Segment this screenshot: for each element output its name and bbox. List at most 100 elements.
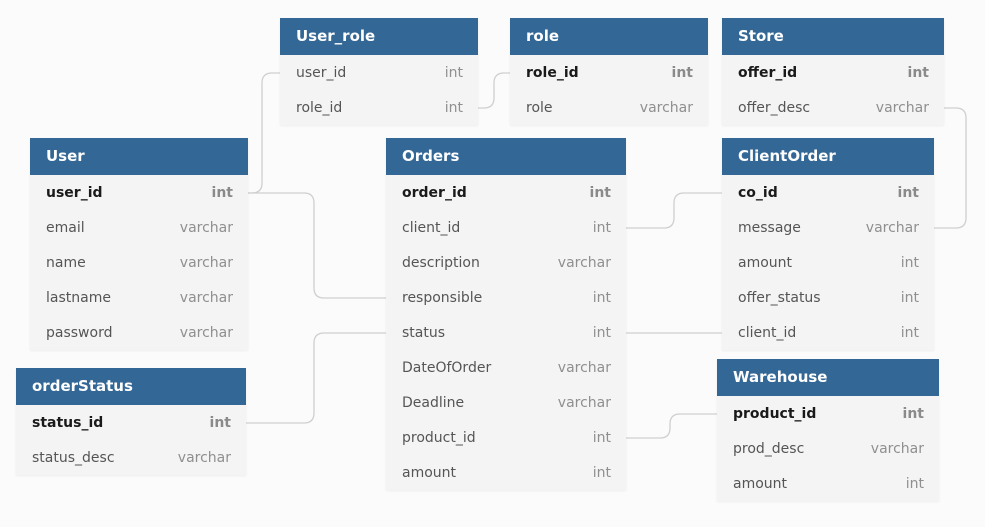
column-type: int xyxy=(905,475,924,492)
column-type: int xyxy=(589,184,611,201)
relationship-line[interactable] xyxy=(626,413,717,439)
column-name: amount xyxy=(733,475,788,492)
column-name: product_id xyxy=(402,429,476,446)
column-name: name xyxy=(46,254,86,271)
column-type: int xyxy=(900,254,919,271)
table-title[interactable]: Warehouse xyxy=(717,359,939,396)
relationship-line[interactable] xyxy=(246,332,386,424)
column-name: order_id xyxy=(402,184,467,201)
column-type: int xyxy=(907,64,929,81)
column-type: int xyxy=(592,324,611,341)
relationship-line[interactable] xyxy=(248,72,280,194)
column-type: varchar xyxy=(179,289,233,306)
column-type: varchar xyxy=(865,219,919,236)
table-title[interactable]: ClientOrder xyxy=(722,138,934,175)
column-type: int xyxy=(902,405,924,422)
column-type: varchar xyxy=(557,359,611,376)
relationship-line[interactable] xyxy=(934,107,967,229)
column-type: varchar xyxy=(179,324,233,341)
table-row[interactable]: offer_desc varchar xyxy=(722,90,944,125)
column-name: amount xyxy=(402,464,457,481)
column-name: role xyxy=(526,99,553,116)
column-name: role_id xyxy=(526,64,579,81)
table-row[interactable]: offer_status int xyxy=(722,280,934,315)
table-row[interactable]: co_id int xyxy=(722,175,934,210)
table-row[interactable]: role_id int xyxy=(280,90,478,125)
table-title[interactable]: Store xyxy=(722,18,944,55)
table-row[interactable]: message varchar xyxy=(722,210,934,245)
table-row[interactable]: name varchar xyxy=(30,245,248,280)
column-name: client_id xyxy=(402,219,461,236)
table-row[interactable]: lastname varchar xyxy=(30,280,248,315)
column-name: status_desc xyxy=(32,449,115,466)
table-title[interactable]: Orders xyxy=(386,138,626,175)
column-name: DateOfOrder xyxy=(402,359,492,376)
column-name: Deadline xyxy=(402,394,465,411)
relationship-line[interactable] xyxy=(626,192,722,229)
table-row[interactable]: DateOfOrder varchar xyxy=(386,350,626,385)
column-name: offer_desc xyxy=(738,99,811,116)
column-type: int xyxy=(592,429,611,446)
column-name: co_id xyxy=(738,184,778,201)
table-row[interactable]: product_id int xyxy=(386,420,626,455)
column-type: varchar xyxy=(179,254,233,271)
column-type: int xyxy=(444,99,463,116)
column-name: status_id xyxy=(32,414,104,431)
table-row[interactable]: role varchar xyxy=(510,90,708,125)
table-title[interactable]: User_role xyxy=(280,18,478,55)
column-name: user_id xyxy=(46,184,103,201)
column-type: varchar xyxy=(179,219,233,236)
column-type: varchar xyxy=(870,440,924,457)
table-title[interactable]: orderStatus xyxy=(16,368,246,405)
table-row[interactable]: amount int xyxy=(386,455,626,490)
column-name: lastname xyxy=(46,289,111,306)
table-row[interactable]: amount int xyxy=(717,466,939,501)
relationship-line[interactable] xyxy=(248,192,386,299)
relationship-line[interactable] xyxy=(478,72,510,109)
column-type: int xyxy=(444,64,463,81)
column-type: int xyxy=(592,289,611,306)
column-type: int xyxy=(900,289,919,306)
column-name: responsible xyxy=(402,289,483,306)
column-type: int xyxy=(671,64,693,81)
column-name: offer_status xyxy=(738,289,821,306)
table-role[interactable]: role role_id int role varchar xyxy=(510,18,708,125)
column-name: message xyxy=(738,219,801,236)
column-type: varchar xyxy=(875,99,929,116)
column-type: int xyxy=(897,184,919,201)
column-type: varchar xyxy=(639,99,693,116)
column-type: int xyxy=(592,464,611,481)
table-title[interactable]: role xyxy=(510,18,708,55)
table-row[interactable]: responsible int xyxy=(386,280,626,315)
column-name: description xyxy=(402,254,480,271)
table-row[interactable]: role_id int xyxy=(510,55,708,90)
table-title[interactable]: User xyxy=(30,138,248,175)
column-type: int xyxy=(211,184,233,201)
column-name: role_id xyxy=(296,99,343,116)
table-row[interactable]: order_id int xyxy=(386,175,626,210)
table-row[interactable]: user_id int xyxy=(30,175,248,210)
column-type: int xyxy=(900,324,919,341)
